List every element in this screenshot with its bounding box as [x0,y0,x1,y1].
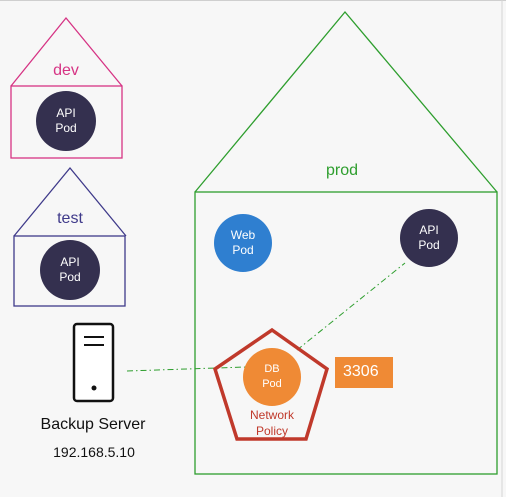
backup-server-ip: 192.168.5.10 [53,444,135,460]
prod-namespace [194,10,498,475]
prod-web-pod [214,214,272,272]
prod-api-pod [400,209,458,267]
test-namespace [13,166,127,307]
prod-db-pod [243,348,301,406]
prod-web-pod-line1: Web [230,228,256,242]
prod-namespace-label: prod [325,162,359,179]
test-namespace-label: test [57,210,83,227]
prod-api-pod-line2: Pod [418,238,440,252]
backup-to-db-connection [126,366,247,372]
network-policy-label-line1: Network [249,408,294,422]
network-policy-pentagon [212,327,330,441]
prod-web-pod-line2: Pod [232,243,254,257]
port-badge [335,357,393,388]
backup-server-name: Backup Server [40,416,146,433]
dev-namespace [10,16,123,159]
server-icon [72,322,115,403]
dev-api-pod-line2: Pod [55,121,77,135]
test-api-pod [40,240,100,300]
network-policy-label-line2: Policy [255,424,288,438]
test-api-pod-line1: API [60,255,80,269]
dev-api-pod [36,91,96,151]
dev-namespace-label: dev [53,62,79,79]
port-badge-label: 3306 [343,363,379,380]
prod-db-pod-line1: DB [264,363,280,375]
test-api-pod-line2: Pod [59,270,81,284]
prod-api-pod-line1: API [419,223,439,237]
prod-db-pod-line2: Pod [262,378,282,390]
api-to-db-connection [296,262,406,351]
dev-api-pod-line1: API [56,106,76,120]
